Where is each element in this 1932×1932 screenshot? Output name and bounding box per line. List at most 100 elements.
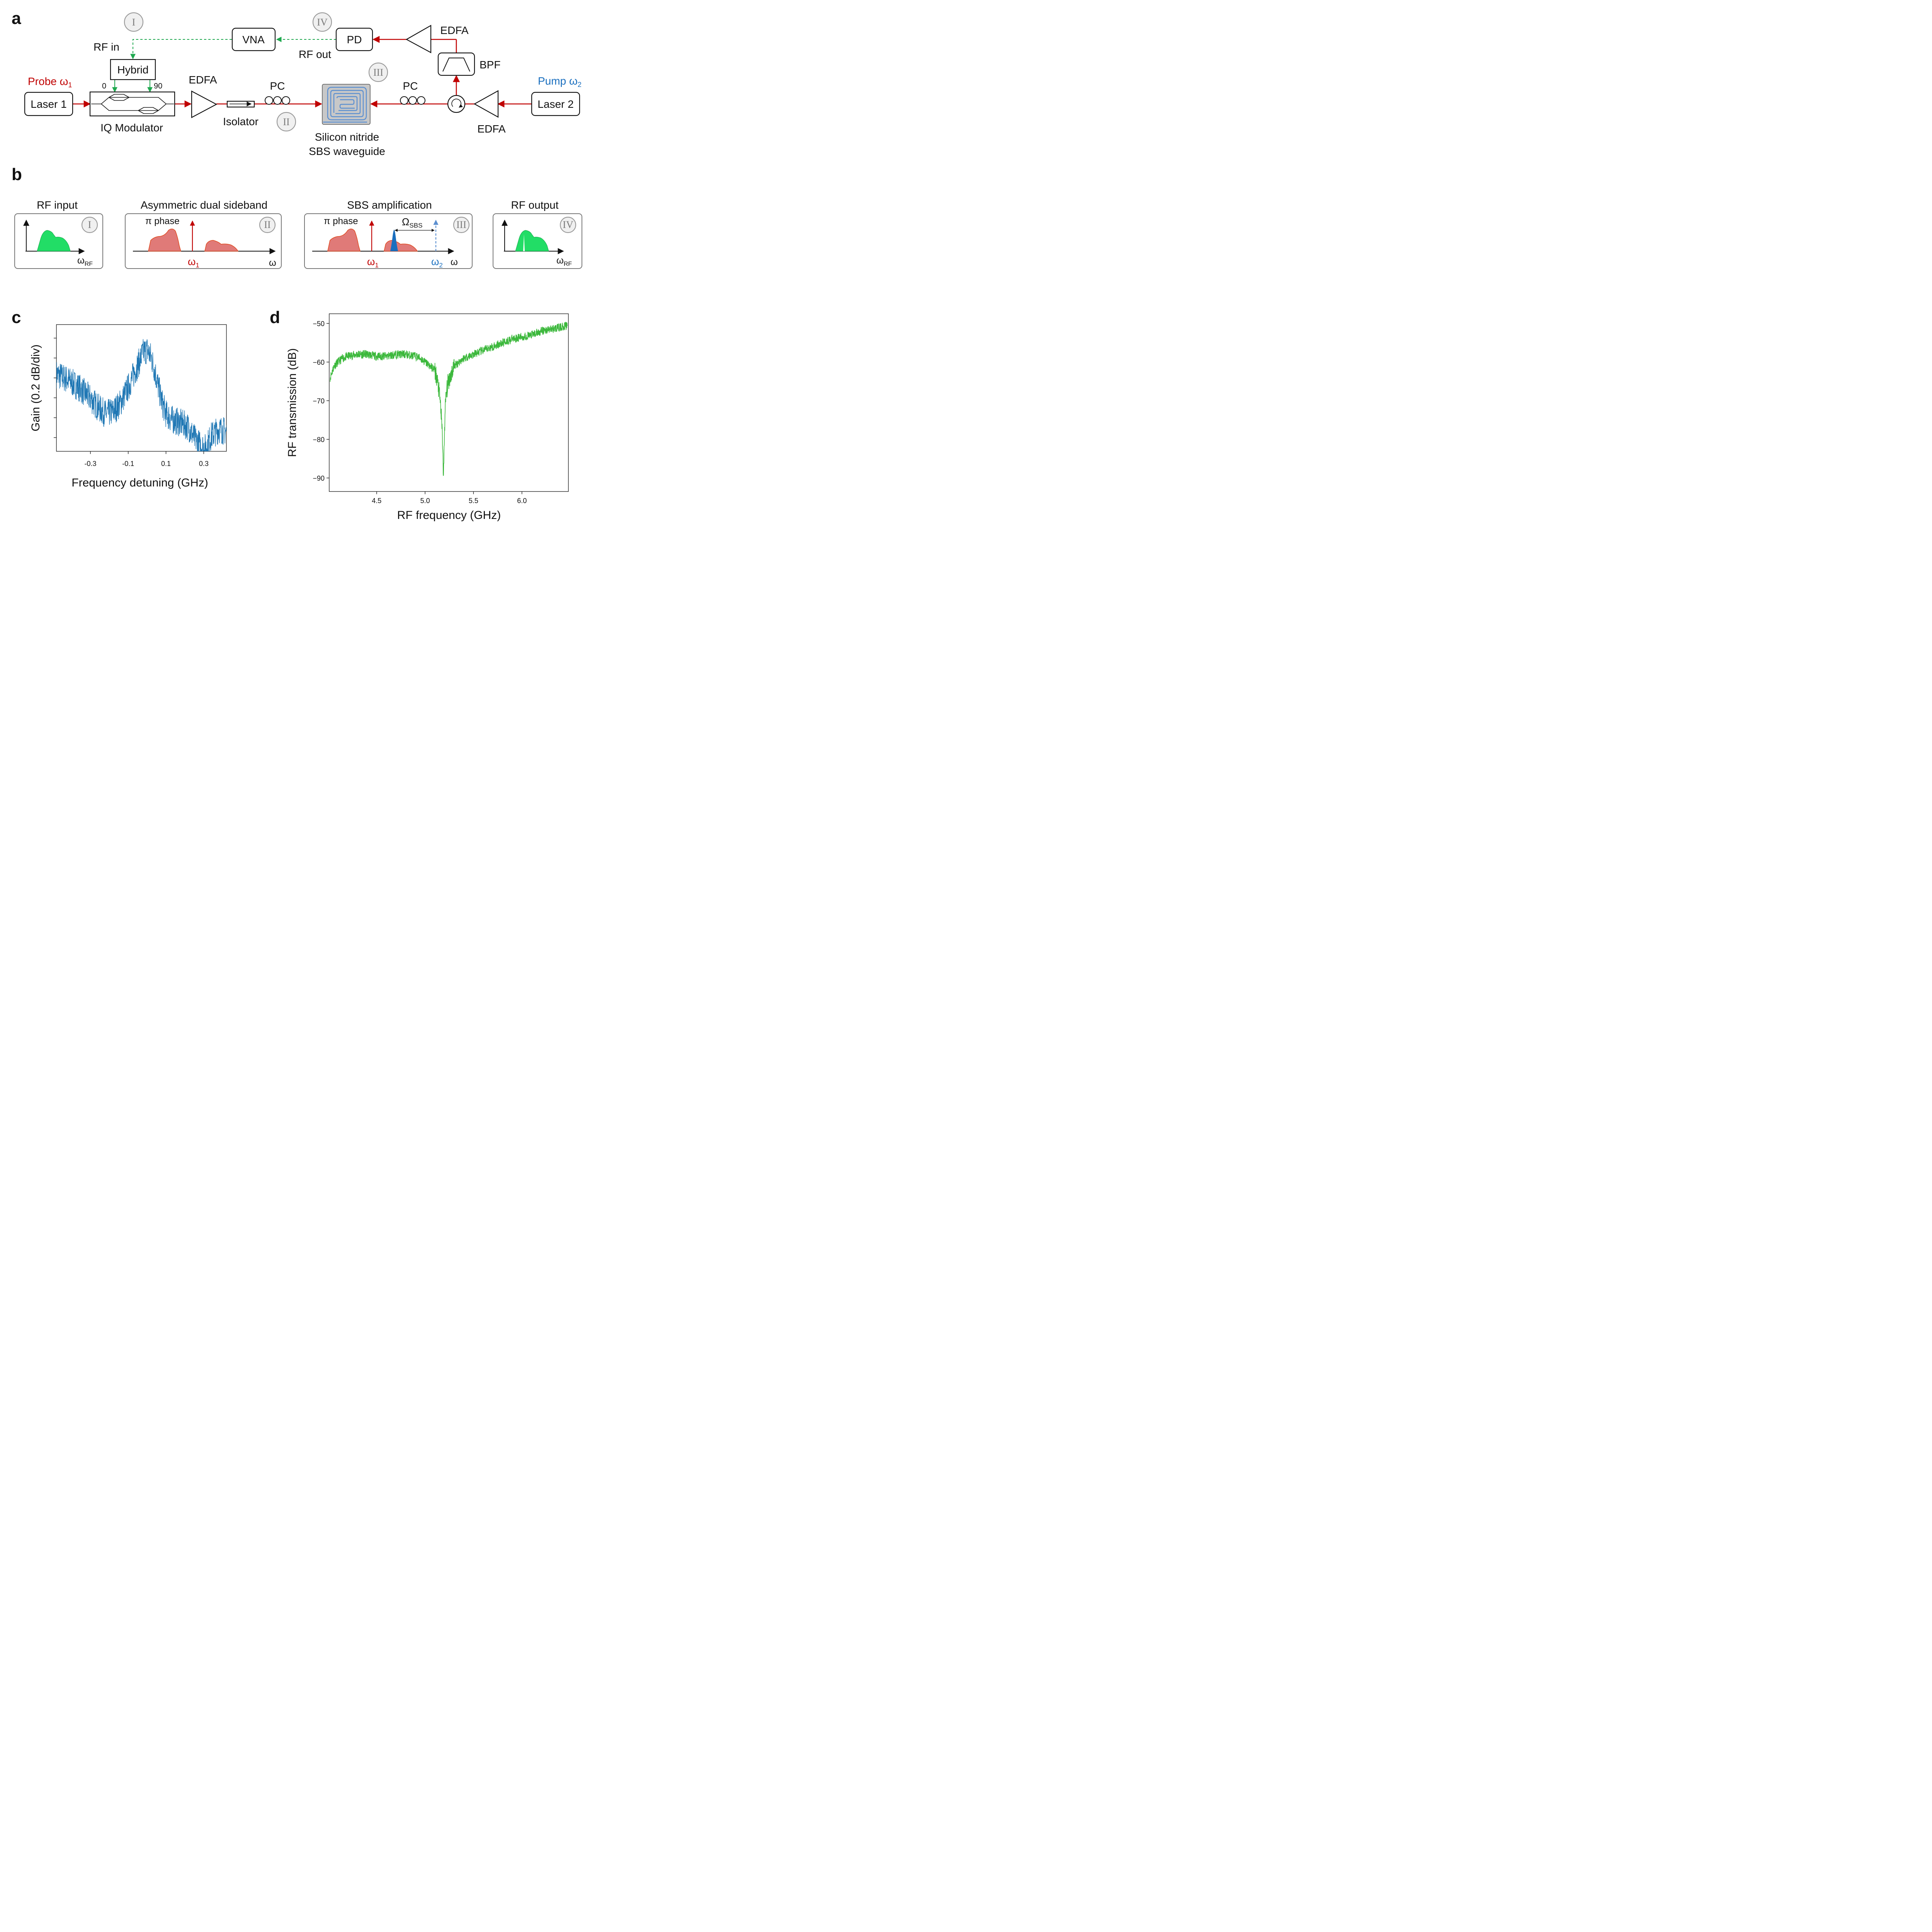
iq-modulator-label: IQ Modulator <box>100 122 163 134</box>
dual-sideband-axis-label: ω <box>269 258 276 268</box>
chart-d-ylabel: RF transmission (dB) <box>286 348 299 457</box>
edfa-pump-triangle <box>473 90 499 118</box>
rf-input-axis-label: ωRF <box>77 255 93 267</box>
edfa-probe-label: EDFA <box>189 74 217 86</box>
rf-out-label: RF out <box>299 48 331 60</box>
lower-sideband <box>148 228 181 252</box>
laser2-label: Laser 2 <box>537 98 573 110</box>
marker-I-circle <box>124 12 144 32</box>
sbs-gain-peak <box>390 230 398 251</box>
rf-in-label: RF in <box>94 41 119 53</box>
rf-output-title: RF output <box>511 199 559 211</box>
marker-IV: IV <box>317 17 328 28</box>
chart-c-series-line <box>56 339 226 451</box>
sbs-carrier-label: ω1 <box>367 256 379 269</box>
rf-input-marker: I <box>88 219 92 230</box>
pc2-loops <box>400 96 425 105</box>
isolator-label: Isolator <box>223 116 259 128</box>
sbs-amp-marker-circle <box>453 216 470 233</box>
chart-d-xtick-label: 5.5 <box>469 497 478 505</box>
pc1-label: PC <box>270 80 285 92</box>
edfa-top-triangle <box>405 25 432 53</box>
marker-II: II <box>283 116 289 128</box>
circulator-icon <box>447 95 466 113</box>
dual-sideband-marker-circle <box>259 216 276 233</box>
panel-label-b: b <box>12 165 22 184</box>
laser1-label: Laser 1 <box>31 98 66 110</box>
sbs-lower-sideband <box>327 228 361 252</box>
edfa-probe-triangle <box>191 90 218 118</box>
laser1-box <box>24 92 73 116</box>
chart-d-xtick-label: 4.5 <box>372 497 381 505</box>
panel-label-d: d <box>270 308 280 327</box>
marker-III: III <box>373 67 383 78</box>
rf-output-notch <box>523 234 525 251</box>
pc2-label: PC <box>403 80 418 92</box>
rf-input-marker-circle <box>81 216 98 233</box>
chart-c-xlabel: Frequency detuning (GHz) <box>71 476 208 489</box>
chart-d-ytick-label: −50 <box>313 320 325 328</box>
pd-label: PD <box>347 34 362 46</box>
panel-label-c: c <box>12 308 21 327</box>
marker-III-circle <box>368 62 388 82</box>
probe-label: Probe ω1 <box>28 75 72 89</box>
hybrid-label: Hybrid <box>117 64 149 76</box>
waveguide-label-2: SBS waveguide <box>309 145 385 157</box>
marker-IV-circle <box>312 12 332 32</box>
upper-sideband <box>204 240 239 252</box>
dual-sideband-box <box>125 213 282 269</box>
rf-output-marker-circle <box>560 216 577 233</box>
rf-input-title: RF input <box>37 199 78 211</box>
sbs-pump-label: ω2 <box>431 256 443 269</box>
dual-sideband-carrier-label: ω1 <box>188 256 199 269</box>
dual-sideband-phase-label: π phase <box>145 216 180 226</box>
chart-d-ytick-label: −70 <box>313 397 325 405</box>
vna-label: VNA <box>242 34 265 46</box>
chart-c-xtick-label: 0.3 <box>199 460 209 468</box>
bpf-label: BPF <box>480 59 500 71</box>
pc1-loops <box>265 96 290 105</box>
figure: a Laser 1 Probe ω1 Hybrid RF in 0 90 IQ … <box>12 9 582 522</box>
sbs-waveguide-spiral <box>323 87 367 123</box>
sbs-amp-title: SBS amplification <box>347 199 432 211</box>
rf-in-line <box>130 39 232 60</box>
dual-sideband-title: Asymmetric dual sideband <box>141 199 267 211</box>
panel-label-a: a <box>12 9 21 28</box>
edfa-pump-label: EDFA <box>477 123 505 135</box>
port-0-label: 0 <box>102 82 106 90</box>
dual-sideband-marker: II <box>264 219 270 230</box>
chart-c-ylabel: Gain (0.2 dB/div) <box>29 344 42 431</box>
edfa-top-label: EDFA <box>440 24 468 36</box>
pump-label: Pump ω2 <box>538 75 582 88</box>
circulator-arrow <box>451 99 463 108</box>
rf-input-spectrum <box>37 230 71 252</box>
chart-c-xtick-label: -0.1 <box>122 460 134 468</box>
port-90-label: 90 <box>154 82 162 90</box>
marker-I: I <box>132 17 136 28</box>
iq-modulator-box <box>89 91 175 117</box>
pd-box <box>335 27 373 51</box>
laser2-box <box>531 92 580 116</box>
vna-box <box>231 27 276 51</box>
chart-c-xtick-label: 0.1 <box>161 460 171 468</box>
chart-d-ytick-label: −60 <box>313 359 325 366</box>
sbs-shift-label: ΩSBS <box>402 216 422 229</box>
sbs-axis-label: ω <box>451 257 458 267</box>
chart-d-xlabel: RF frequency (GHz) <box>397 509 501 522</box>
rf-output-axis-label: ωRF <box>556 255 572 267</box>
rf-output-marker: IV <box>563 219 573 230</box>
chart-d-ytick-label: −80 <box>313 436 325 444</box>
sbs-phase-label: π phase <box>324 216 358 226</box>
chart-d-ytick-label: −90 <box>313 474 325 482</box>
iq-modulator-waveguides <box>91 94 174 114</box>
bpf-box <box>437 52 475 76</box>
sbs-amp-marker: III <box>456 219 466 230</box>
chart-d-frame <box>329 313 569 492</box>
bpf-passband-icon <box>442 58 470 72</box>
waveguide-label-1: Silicon nitride <box>315 131 379 143</box>
chart-c-xtick-label: -0.3 <box>84 460 96 468</box>
chart-d-xtick-label: 6.0 <box>517 497 527 505</box>
chart-c-ticks: -0.3 -0.1 0.1 0.3 <box>54 338 209 468</box>
chart-d-series-line <box>330 321 568 476</box>
